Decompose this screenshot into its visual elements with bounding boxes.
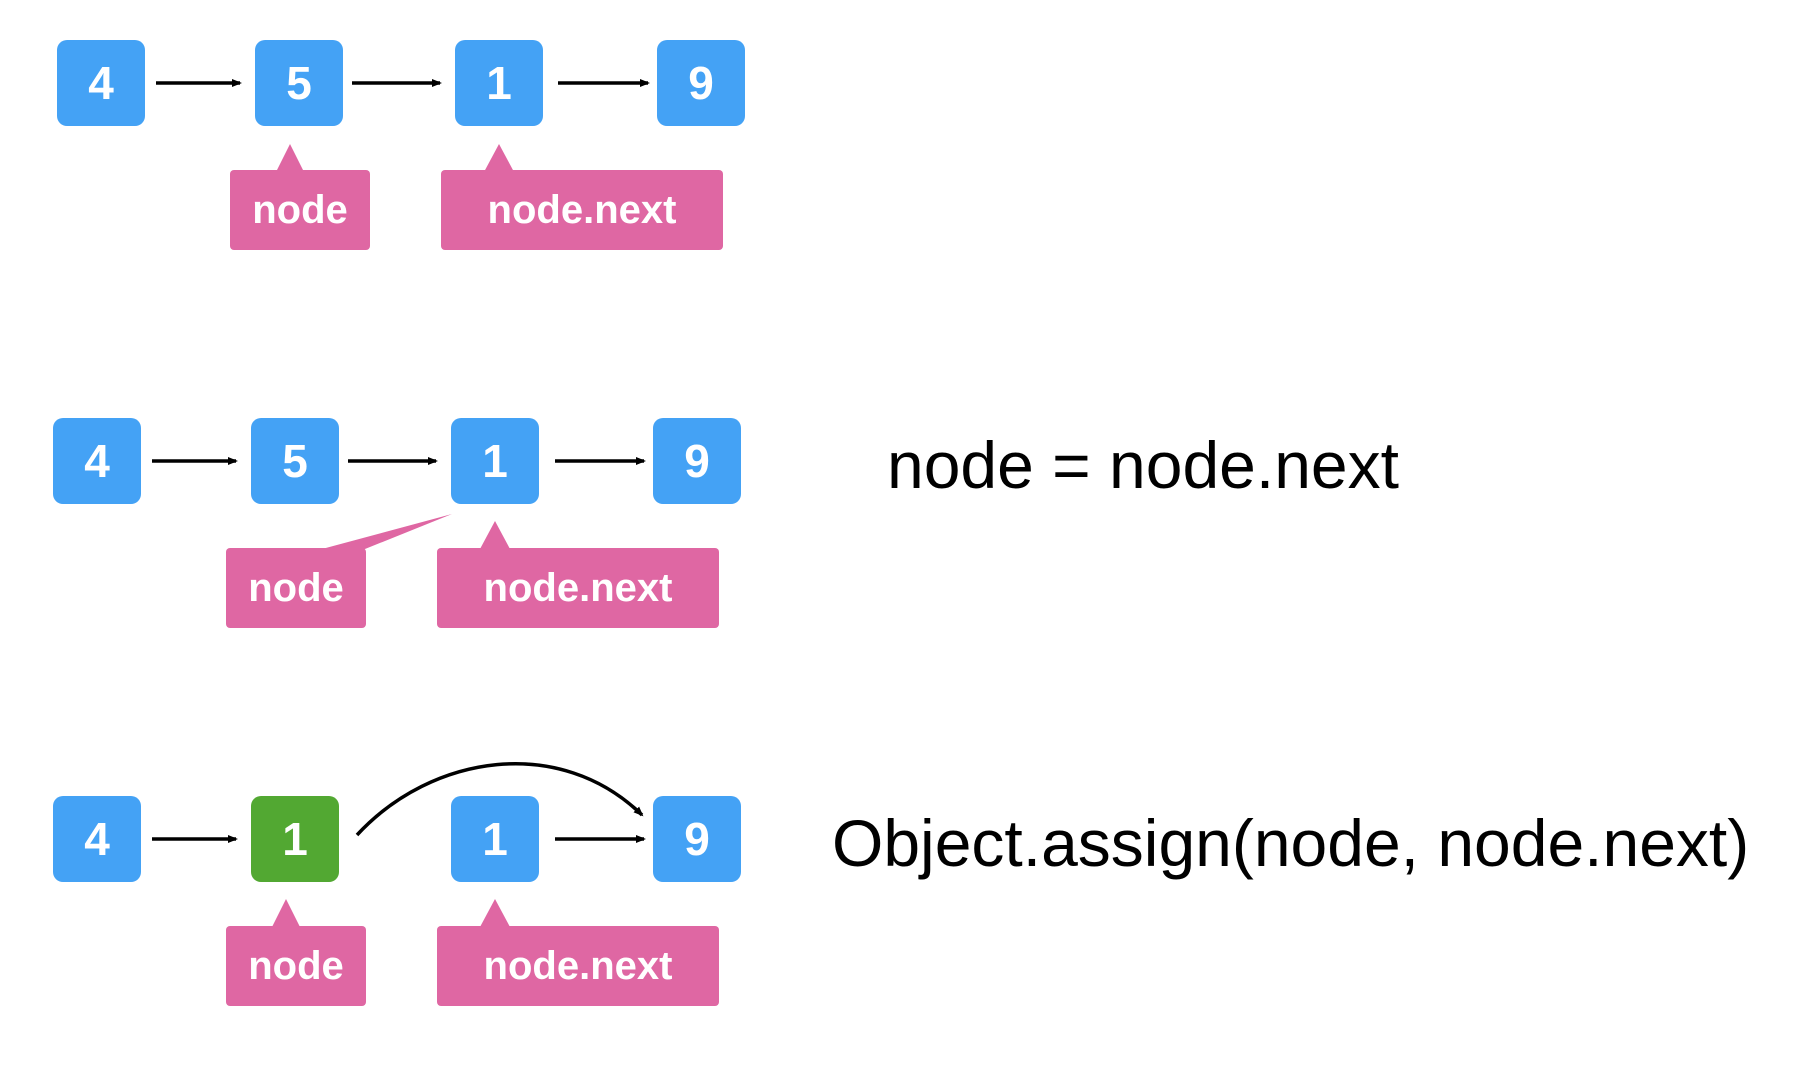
arrow-node-skip-to-9: [355, 762, 644, 837]
pointer-node-label: node: [226, 926, 366, 1006]
pointer-tail-node: [276, 144, 304, 172]
list-node: 1: [451, 796, 539, 882]
pointer-next-label: node.next: [437, 926, 719, 1006]
list-node: 5: [255, 40, 343, 126]
list-node: 1: [451, 418, 539, 504]
pointer-tail-next: [480, 521, 510, 549]
pointer-tail-next: [484, 144, 514, 172]
list-node: 9: [653, 796, 741, 882]
code-caption: Object.assign(node, node.next): [832, 806, 1750, 880]
list-node: 4: [53, 796, 141, 882]
list-node: 4: [53, 418, 141, 504]
list-node: 9: [657, 40, 745, 126]
pointer-tail-next: [480, 899, 510, 927]
pointer-node-label: node: [230, 170, 370, 250]
pointer-tail-node: [272, 899, 300, 927]
list-node: 1: [455, 40, 543, 126]
list-node: 5: [251, 418, 339, 504]
pointer-tail-node: [322, 514, 452, 549]
list-node-highlighted: 1: [251, 796, 339, 882]
list-node: 9: [653, 418, 741, 504]
pointer-next-label: node.next: [441, 170, 723, 250]
list-node: 4: [57, 40, 145, 126]
pointer-node-label: node: [226, 548, 366, 628]
code-caption: node = node.next: [887, 428, 1399, 502]
pointer-next-label: node.next: [437, 548, 719, 628]
